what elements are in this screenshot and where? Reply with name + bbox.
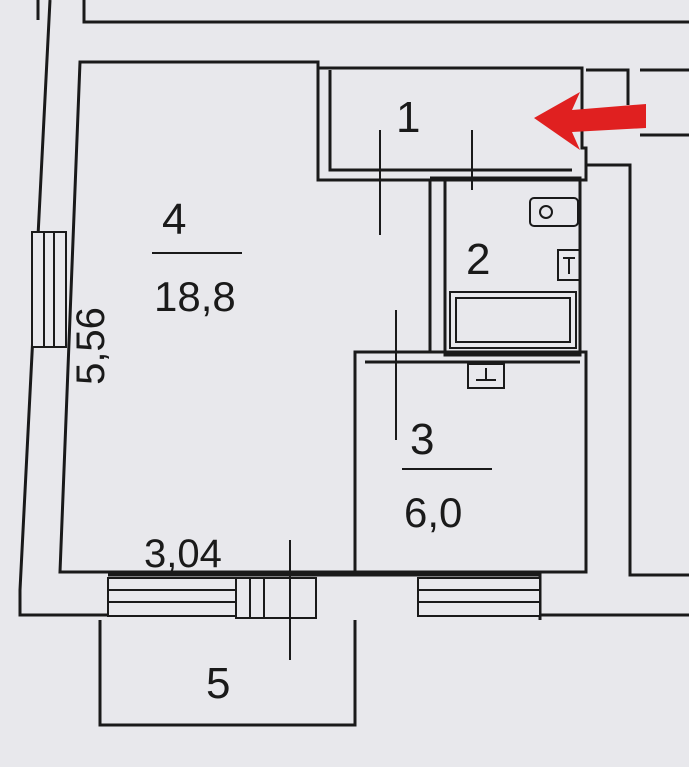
right-neighbour-wall bbox=[586, 68, 630, 105]
room-5-number: 5 bbox=[206, 659, 231, 708]
kitchen-wall bbox=[355, 350, 588, 574]
room-3-area: 6,0 bbox=[404, 489, 463, 536]
bathtub-icon bbox=[449, 291, 577, 349]
window-room4-bottom bbox=[107, 577, 237, 617]
room-4-area: 18,8 bbox=[154, 273, 236, 320]
room-1-number: 1 bbox=[396, 93, 421, 142]
right-neighbour-wall-2 bbox=[586, 163, 689, 577]
window-room4-left bbox=[31, 231, 67, 348]
window-kitchen bbox=[417, 577, 541, 617]
balcony-outline bbox=[98, 620, 357, 727]
top-wall bbox=[82, 0, 689, 24]
room1-wall bbox=[318, 66, 588, 182]
sink-icon bbox=[529, 197, 579, 227]
stove-icon bbox=[467, 363, 505, 389]
toilet-icon bbox=[557, 249, 581, 281]
dimension-room4-height: 5,56 bbox=[68, 307, 113, 385]
room-4-number: 4 bbox=[162, 195, 187, 244]
bathroom-wall bbox=[430, 176, 582, 357]
room-3-fraction-bar bbox=[402, 468, 492, 470]
room4-wall bbox=[58, 60, 432, 574]
arrow-left-icon bbox=[534, 92, 646, 150]
room-2-number: 2 bbox=[466, 235, 491, 284]
balcony-door bbox=[235, 577, 317, 619]
room-3-number: 3 bbox=[410, 415, 435, 464]
room-4-fraction-bar bbox=[152, 252, 242, 254]
dimension-room4-width: 3,04 bbox=[144, 532, 222, 576]
room1-inner-wall bbox=[328, 70, 572, 172]
